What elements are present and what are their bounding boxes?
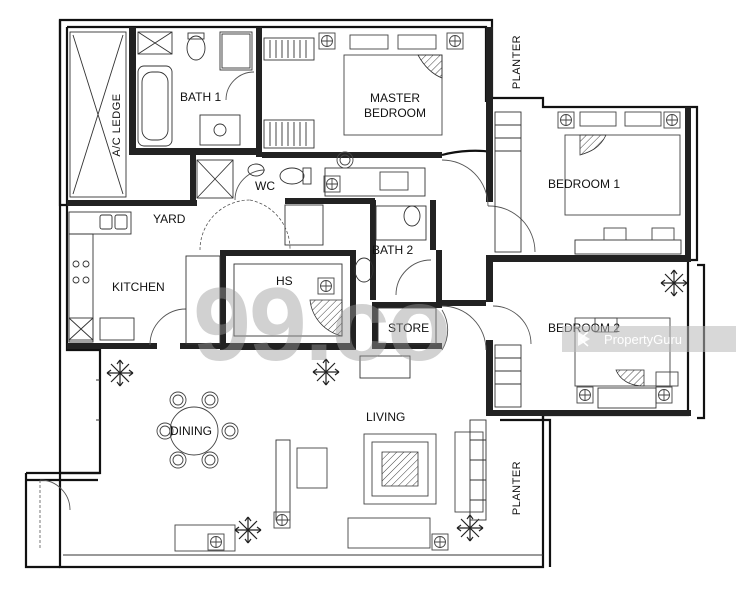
propertyguru-logo-icon bbox=[578, 331, 590, 347]
watermarks: 99.co PropertyGuru bbox=[193, 267, 736, 383]
label-yard: YARD bbox=[153, 212, 186, 226]
label-master-bedroom-line2: BEDROOM bbox=[364, 106, 426, 120]
watermark-propertyguru: PropertyGuru bbox=[604, 332, 682, 347]
label-kitchen: KITCHEN bbox=[112, 280, 165, 294]
watermark-99co: 99.co bbox=[193, 267, 449, 383]
label-hs: HS bbox=[276, 274, 293, 288]
label-store: STORE bbox=[388, 321, 429, 335]
watermark-banner bbox=[562, 326, 736, 352]
label-living: LIVING bbox=[366, 410, 405, 424]
inner-walls bbox=[67, 27, 691, 416]
label-bath2: BATH 2 bbox=[372, 243, 413, 257]
label-wc: WC bbox=[255, 179, 275, 193]
label-planter-top: PLANTER bbox=[511, 35, 523, 89]
room-labels: MASTER BEDROOM BATH 1 A/C LEDGE PLANTER … bbox=[111, 35, 620, 515]
label-bedroom1: BEDROOM 1 bbox=[548, 177, 620, 191]
label-bath1: BATH 1 bbox=[180, 90, 221, 104]
label-ac-ledge: A/C LEDGE bbox=[111, 93, 123, 156]
label-master-bedroom-line1: MASTER bbox=[370, 91, 420, 105]
label-dining: DINING bbox=[170, 424, 212, 438]
fixtures bbox=[39, 31, 688, 556]
label-planter-bottom: PLANTER bbox=[511, 461, 523, 515]
